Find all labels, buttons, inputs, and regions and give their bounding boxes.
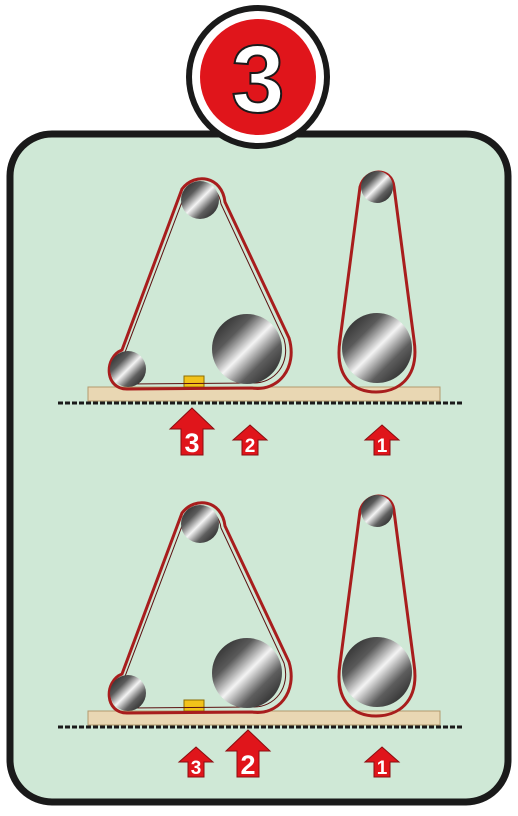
marker-block	[184, 700, 204, 711]
step-number: 3	[231, 26, 284, 133]
arrow-label: 1	[377, 436, 388, 457]
arrow-label: 3	[191, 758, 202, 779]
pulley-large	[212, 314, 282, 384]
arrow-label: 3	[184, 428, 199, 458]
pulley-top	[361, 171, 393, 203]
pulley-top	[181, 505, 219, 543]
pulley-small	[110, 351, 146, 387]
arrow-label: 2	[240, 750, 255, 780]
pulley-large	[342, 313, 412, 383]
arrow-label: 1	[377, 758, 388, 779]
arrow-label: 2	[245, 436, 256, 457]
pulley-small	[110, 675, 146, 711]
pulley-large	[342, 637, 412, 707]
pulley-large	[212, 638, 282, 708]
pulley-top	[181, 181, 219, 219]
marker-block	[184, 376, 204, 387]
step-badge: 3	[186, 5, 330, 149]
pulley-top	[361, 495, 393, 527]
